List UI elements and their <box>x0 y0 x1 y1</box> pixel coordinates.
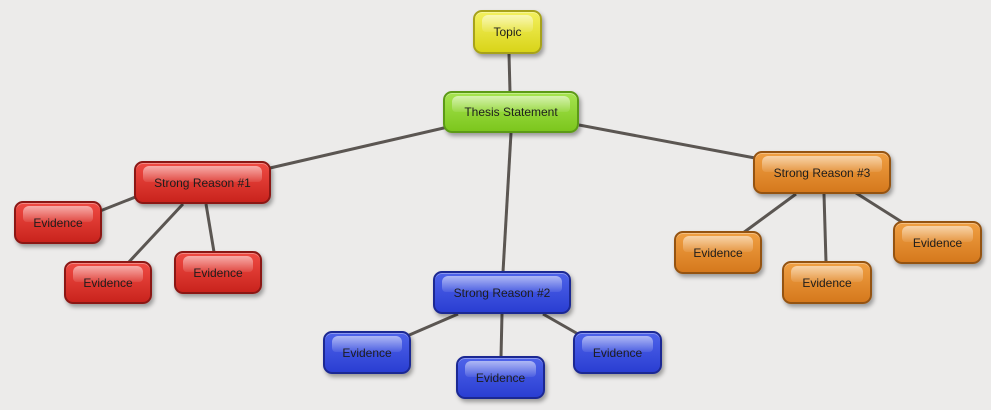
strong-reason-1-label: Strong Reason #1 <box>154 175 251 190</box>
edge-reason3-ev3c <box>855 191 906 226</box>
edge-reason3-ev3b <box>822 193 828 263</box>
evidence-node-2b[interactable]: Evidence <box>456 356 545 399</box>
strong-reason-2-label: Strong Reason #2 <box>453 285 551 300</box>
evidence-node-3b[interactable]: Evidence <box>782 261 872 304</box>
evidence-node-3c[interactable]: Evidence <box>893 221 982 264</box>
topic-label: Topic <box>493 25 522 39</box>
evidence-label: Evidence <box>592 345 643 360</box>
evidence-label: Evidence <box>912 235 963 250</box>
topic-node[interactable]: Topic <box>473 10 542 54</box>
edge-reason2-ev2a <box>406 312 459 338</box>
edge-reason1-ev1a <box>99 194 139 213</box>
evidence-label: Evidence <box>693 245 743 260</box>
edge-thesis-reason2 <box>501 132 513 273</box>
evidence-node-1b[interactable]: Evidence <box>64 261 152 304</box>
thesis-statement-node[interactable]: Thesis Statement <box>443 91 579 133</box>
strong-reason-2-node[interactable]: Strong Reason #2 <box>433 271 571 314</box>
thesis-statement-label: Thesis Statement <box>464 105 558 119</box>
evidence-label: Evidence <box>193 265 243 280</box>
edge-thesis-reason1 <box>269 125 449 170</box>
evidence-node-1c[interactable]: Evidence <box>174 251 262 294</box>
evidence-label: Evidence <box>83 275 133 290</box>
edge-reason3-ev3a <box>742 192 797 235</box>
evidence-label: Evidence <box>342 345 392 360</box>
evidence-node-2a[interactable]: Evidence <box>323 331 411 374</box>
evidence-label: Evidence <box>802 275 852 290</box>
edge-thesis-reason3 <box>578 123 756 160</box>
evidence-node-3a[interactable]: Evidence <box>674 231 762 274</box>
edge-reason1-ev1b <box>126 202 185 265</box>
strong-reason-3-node[interactable]: Strong Reason #3 <box>753 151 891 194</box>
edge-reason2-ev2b <box>499 313 504 358</box>
edge-topic-thesis <box>507 53 512 93</box>
evidence-node-1a[interactable]: Evidence <box>14 201 102 244</box>
strong-reason-1-node[interactable]: Strong Reason #1 <box>134 161 271 204</box>
edge-reason1-ev1c <box>204 203 216 253</box>
evidence-label: Evidence <box>475 370 526 385</box>
evidence-label: Evidence <box>33 215 83 230</box>
edge-reason2-ev2c <box>542 312 579 336</box>
evidence-node-2c[interactable]: Evidence <box>573 331 662 374</box>
strong-reason-3-label: Strong Reason #3 <box>773 165 871 180</box>
